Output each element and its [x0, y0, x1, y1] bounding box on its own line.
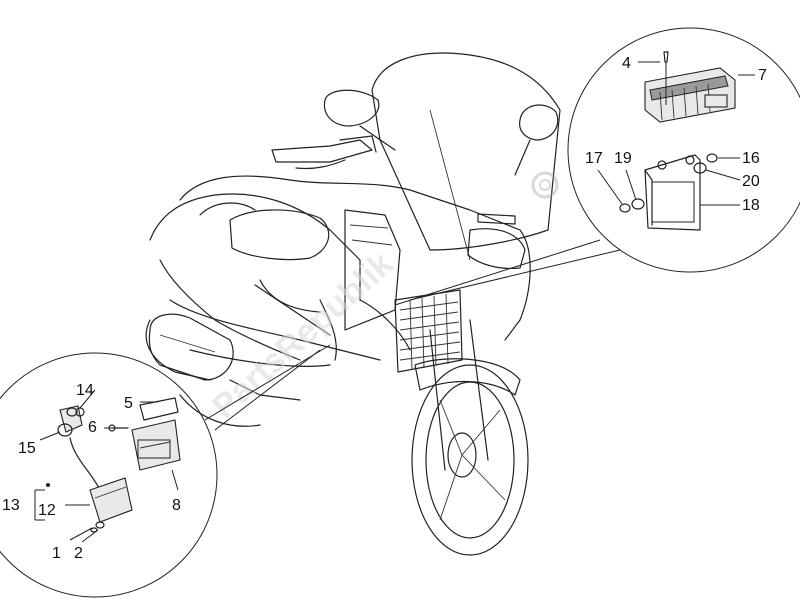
callout-4: 4	[622, 55, 631, 72]
detail-circle-control-unit: 14 15 5 6 8 13 12 1 2	[0, 344, 331, 598]
callout-6: 6	[88, 419, 97, 436]
gear-watermark-icon	[531, 171, 559, 199]
cdi-unit-part	[131, 397, 181, 471]
callout-8: 8	[172, 497, 181, 514]
connector-part	[57, 405, 83, 437]
callout-15: 15	[18, 440, 36, 457]
callout-16: 16	[742, 150, 760, 167]
callout-13: 13	[2, 497, 20, 514]
callout-18: 18	[742, 197, 760, 214]
callout-5: 5	[124, 395, 133, 412]
callout-20: 20	[742, 173, 760, 190]
screw-part	[95, 521, 105, 529]
regulator-bracket-part	[644, 154, 701, 231]
voltage-regulator-part	[644, 67, 736, 123]
nut-part	[619, 203, 631, 213]
scooter-illustration	[145, 52, 561, 556]
callout-2: 2	[74, 545, 83, 562]
callout-1: 1	[52, 545, 61, 562]
callout-17: 17	[585, 150, 603, 167]
spacer-washer-part	[706, 153, 718, 163]
washer-part	[631, 198, 645, 210]
callout-19: 19	[614, 150, 632, 167]
spacer-part	[693, 162, 707, 174]
callout-7: 7	[758, 67, 767, 84]
callout-12: 12	[38, 502, 56, 519]
callout-14: 14	[76, 382, 94, 399]
watermark-text: PartsRepublik	[205, 245, 400, 426]
washer-small-part	[90, 527, 98, 533]
ecu-module-part	[89, 477, 133, 523]
detail-circle-voltage-regulator: 4 7 16 17 18 19 20	[394, 27, 800, 306]
